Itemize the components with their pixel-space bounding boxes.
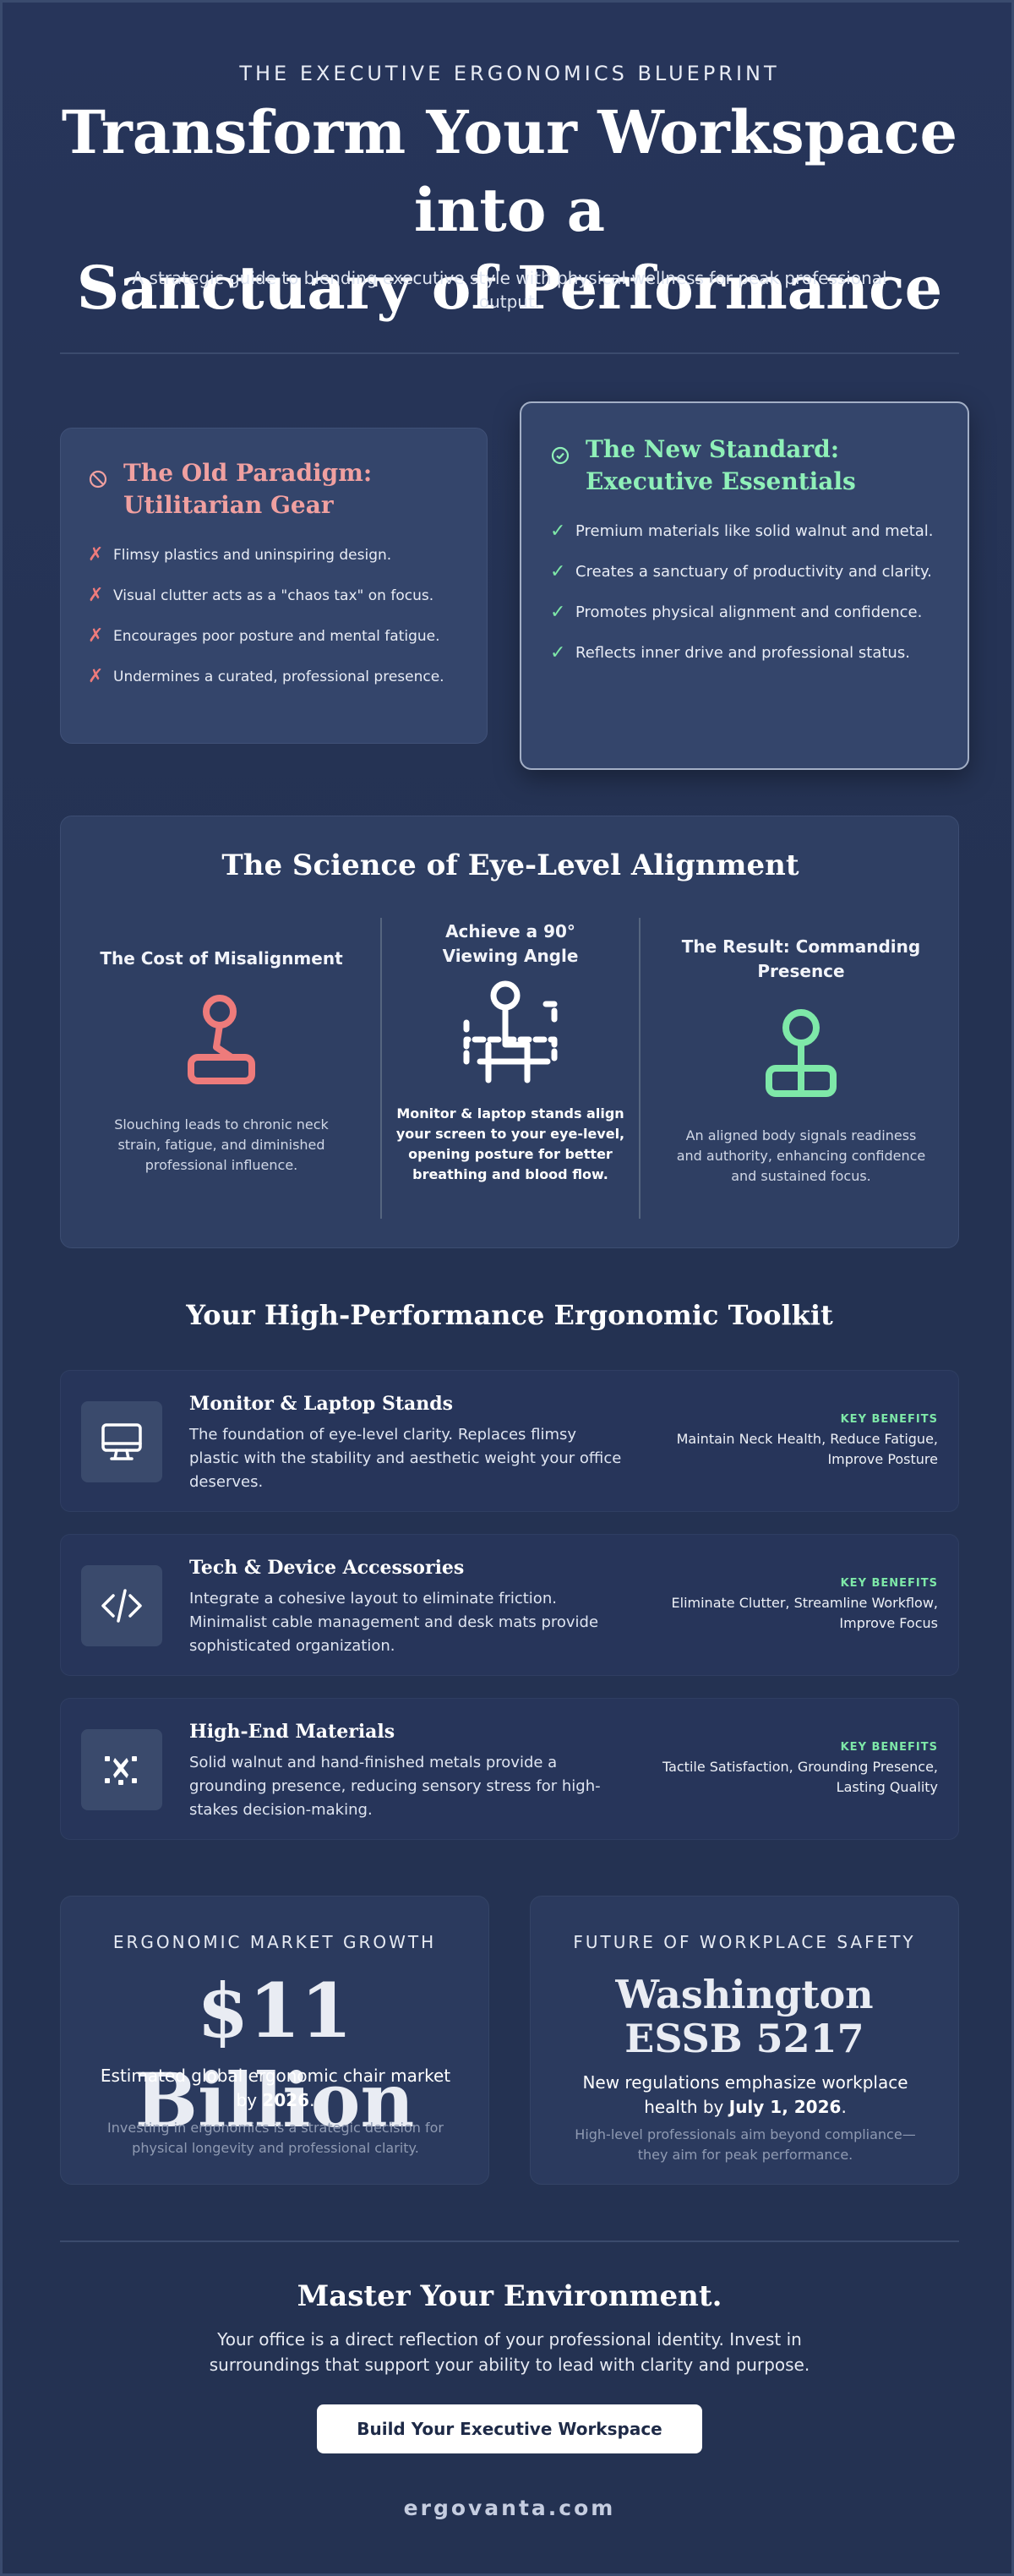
key-benefits: KEY BENEFITS Maintain Neck Health, Reduc… xyxy=(651,1413,938,1470)
market-growth-note: Investing in ergonomics is a strategic d… xyxy=(107,2120,444,2156)
code-icon-box xyxy=(81,1565,162,1646)
cta-title: Master Your Environment. xyxy=(297,2279,722,2313)
key-benefits-label: KEY BENEFITS xyxy=(840,1413,938,1426)
misalignment-column: The Cost of Misalignment Slouching leads… xyxy=(78,947,365,1176)
market-growth-value: $11 Billion xyxy=(134,1967,415,2144)
key-benefits-values: Tactile Satisfaction, Grounding Presence… xyxy=(662,1759,938,1795)
divider xyxy=(60,2240,959,2242)
toolkit-item-monitor-stands: Monitor & Laptop Stands The foundation o… xyxy=(60,1370,959,1512)
toolkit-item-name: Tech & Device Accessories xyxy=(189,1557,465,1579)
list-item: ✓Creates a sanctuary of productivity and… xyxy=(550,561,932,582)
hero-eyebrow: THE EXECUTIVE ERGONOMICS BLUEPRINT xyxy=(239,62,780,85)
viewing-angle-heading: Achieve a 90° Viewing Angle xyxy=(442,921,579,966)
x-mark-icon: ✗ xyxy=(88,666,104,687)
toolkit-item-description: Integrate a cohesive layout to eliminate… xyxy=(189,1590,599,1655)
new-standard-list: ✓Premium materials like solid walnut and… xyxy=(550,520,939,665)
misalignment-text: Slouching leads to chronic neck strain, … xyxy=(114,1116,329,1173)
x-mark-icon: ✗ xyxy=(88,585,104,606)
hero-title: Transform Your Workspace into a Sanctuar… xyxy=(53,94,966,327)
upright-person-icon xyxy=(766,1009,837,1097)
workplace-safety-stat-card: FUTURE OF WORKPLACE SAFETY Washington ES… xyxy=(530,1896,959,2185)
viewing-angle-text: Monitor & laptop stands align your scree… xyxy=(395,1105,625,1182)
list-item: ✓Premium materials like solid walnut and… xyxy=(550,521,934,542)
list-item: ✗Visual clutter acts as a "chaos tax" on… xyxy=(88,585,434,606)
hero-title-line2: Sanctuary of Performance xyxy=(76,253,943,323)
x-mark-icon: ✗ xyxy=(88,625,104,647)
toolkit-item-high-end-materials: High-End Materials Solid walnut and hand… xyxy=(60,1698,959,1840)
column-divider xyxy=(380,918,382,1219)
commanding-presence-column: The Result: Commanding Presence An align… xyxy=(657,935,945,1187)
commanding-presence-text: An aligned body signals readiness and au… xyxy=(676,1127,926,1184)
slouched-person-icon xyxy=(188,995,255,1084)
list-item: ✓Reflects inner drive and professional s… xyxy=(550,642,910,663)
check-icon: ✓ xyxy=(550,561,566,582)
toolkit-item-name: High-End Materials xyxy=(189,1721,395,1743)
toolkit-item-description: The foundation of eye-level clarity. Rep… xyxy=(189,1426,622,1491)
key-benefits-values: Eliminate Clutter, Streamline Workflow, … xyxy=(671,1595,938,1631)
key-benefits: KEY BENEFITS Eliminate Clutter, Streamli… xyxy=(651,1577,938,1634)
monitor-icon-box xyxy=(81,1401,162,1482)
code-icon xyxy=(101,1589,142,1623)
check-icon: ✓ xyxy=(550,642,566,663)
market-growth-stat-card: ERGONOMIC MARKET GROWTH $11 Billion Esti… xyxy=(60,1896,489,2185)
check-icon: ✓ xyxy=(550,521,566,542)
toolkit-item-tech-accessories: Tech & Device Accessories Integrate a co… xyxy=(60,1534,959,1676)
list-item: ✗Encourages poor posture and mental fati… xyxy=(88,625,440,647)
workplace-safety-eyebrow: FUTURE OF WORKPLACE SAFETY xyxy=(573,1932,916,1952)
texture-icon-box xyxy=(81,1729,162,1810)
toolkit-title: Your High-Performance Ergonomic Toolkit xyxy=(186,1299,833,1331)
list-item: ✗Flimsy plastics and uninspiring design. xyxy=(88,544,392,565)
eye-level-science-panel: The Science of Eye-Level Alignment The C… xyxy=(60,816,959,1248)
cta-text: Your office is a direct reflection of yo… xyxy=(209,2329,810,2375)
build-workspace-button[interactable]: Build Your Executive Workspace xyxy=(317,2404,702,2453)
new-standard-card: The New Standard: Executive Essentials ✓… xyxy=(520,401,969,770)
x-mark-icon: ✗ xyxy=(88,544,104,565)
key-benefits-label: KEY BENEFITS xyxy=(840,1577,938,1590)
new-standard-title: The New Standard: Executive Essentials xyxy=(586,435,856,495)
hero-title-line1: Transform Your Workspace into a xyxy=(61,97,958,245)
list-item: ✓Promotes physical alignment and confide… xyxy=(550,602,923,623)
market-growth-description: Estimated global ergonomic chair market … xyxy=(100,2066,451,2110)
divider xyxy=(60,352,959,354)
check-circle-icon xyxy=(551,446,570,465)
key-benefits: KEY BENEFITS Tactile Satisfaction, Groun… xyxy=(651,1741,938,1798)
brand-link[interactable]: ergovanta.com xyxy=(403,2496,616,2520)
misalignment-heading: The Cost of Misalignment xyxy=(100,948,343,969)
workplace-safety-note: High-level professionals aim beyond comp… xyxy=(575,2126,916,2163)
column-divider xyxy=(639,918,641,1219)
viewing-angle-column: Achieve a 90° Viewing Angle Monitor & la… xyxy=(367,920,654,1185)
science-title: The Science of Eye-Level Alignment xyxy=(221,849,799,882)
workplace-safety-value: Washington ESSB 5217 xyxy=(615,1972,874,2061)
check-icon: ✓ xyxy=(550,602,566,623)
hero-subtitle: A strategic guide to blending executive … xyxy=(132,268,887,312)
toolkit-item-description: Solid walnut and hand-finished metals pr… xyxy=(189,1754,601,1819)
old-paradigm-card: The Old Paradigm: Utilitarian Gear ✗Flim… xyxy=(60,428,488,744)
workplace-safety-description: New regulations emphasize workplace heal… xyxy=(582,2072,908,2117)
old-paradigm-list: ✗Flimsy plastics and uninspiring design.… xyxy=(88,543,460,689)
commanding-presence-heading: The Result: Commanding Presence xyxy=(681,936,921,981)
ban-icon xyxy=(89,470,107,488)
toolkit-item-name: Monitor & Laptop Stands xyxy=(189,1393,454,1415)
market-growth-eyebrow: ERGONOMIC MARKET GROWTH xyxy=(112,1932,437,1952)
key-benefits-label: KEY BENEFITS xyxy=(840,1741,938,1754)
monitor-icon xyxy=(101,1423,142,1460)
person-at-desk-icon xyxy=(463,980,558,1083)
list-item: ✗Undermines a curated, professional pres… xyxy=(88,666,444,687)
key-benefits-values: Maintain Neck Health, Reduce Fatigue, Im… xyxy=(676,1431,938,1467)
texture-icon xyxy=(105,1756,137,1785)
old-paradigm-title: The Old Paradigm: Utilitarian Gear xyxy=(123,459,373,519)
